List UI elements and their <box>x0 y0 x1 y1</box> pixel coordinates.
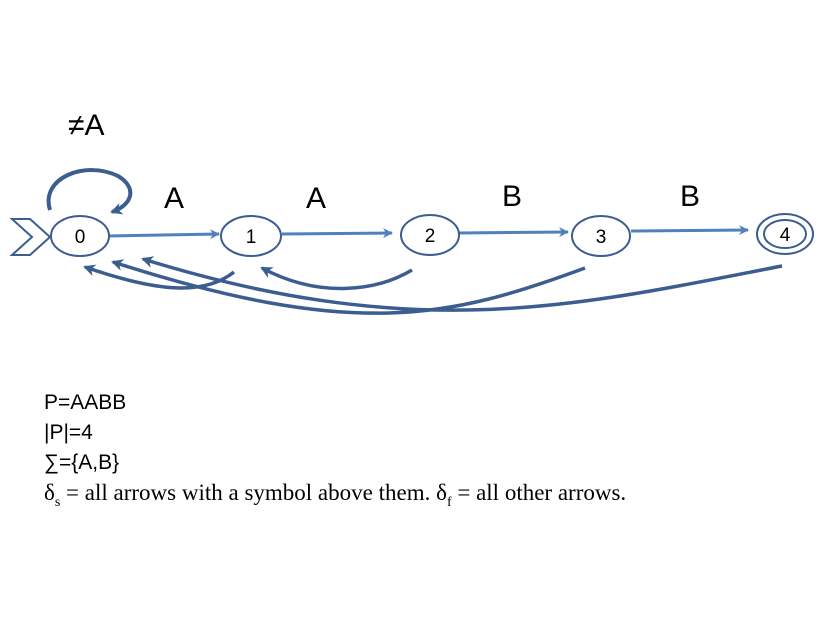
state-4-label: 4 <box>780 225 791 246</box>
transition-label-1-2: A <box>306 182 326 215</box>
transition-label-3-4: B <box>680 180 700 213</box>
state-0: 0 <box>50 215 110 257</box>
transition-arrow-2-3 <box>458 227 569 238</box>
self-loop-arrow <box>46 168 133 215</box>
pattern-line: P=AABB <box>44 391 127 414</box>
pattern-notes: P=AABB |P|=4 ∑={A,B} δs = all arrows wit… <box>44 388 626 518</box>
delta-f-text: = all other arrows. <box>451 480 627 505</box>
back-arrow-1-0 <box>83 264 236 290</box>
state-1: 1 <box>220 215 282 257</box>
alphabet-line: ∑={A,B} <box>44 451 120 474</box>
state-3-label: 3 <box>596 227 607 248</box>
state-1-label: 1 <box>246 227 257 248</box>
transition-label-0-1: A <box>164 182 184 215</box>
state-2-label: 2 <box>425 226 436 247</box>
back-arrow-3-0 <box>111 259 586 315</box>
transition-arrow-3-4 <box>630 225 749 236</box>
transition-label-2-3: B <box>502 180 522 213</box>
state-4-accept: 4 <box>756 213 814 255</box>
transition-arrow-1-2 <box>281 228 393 239</box>
transition-arrow-0-1 <box>107 229 220 240</box>
state-2: 2 <box>400 214 460 256</box>
delta-f-subscript: f <box>446 495 452 510</box>
self-loop-label: ≠A <box>68 109 104 142</box>
back-arrow-2-1 <box>260 266 413 291</box>
state-0-label: 0 <box>75 227 86 248</box>
delta-s-subscript: s <box>54 495 61 510</box>
delta-definition-line: δs = all arrows with a symbol above them… <box>44 478 626 518</box>
pattern-length-line: |P|=4 <box>44 421 93 444</box>
delta-s-symbol: δ <box>44 480 55 505</box>
state-3: 3 <box>571 215 631 257</box>
delta-s-text: = all arrows with a symbol above them. <box>60 480 437 505</box>
back-arrow-4-0 <box>141 256 783 312</box>
start-state-chevron <box>9 218 52 256</box>
delta-f-symbol: δ <box>436 480 447 505</box>
